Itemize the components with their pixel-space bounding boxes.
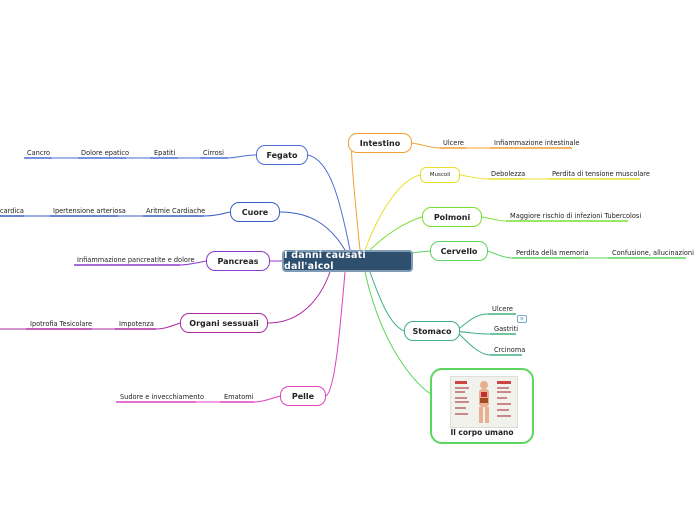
node-corpo-umano[interactable]: Il corpo umano (430, 368, 534, 444)
node-organi-sessuali[interactable]: Organi sessuali (180, 313, 268, 333)
label-ipotrofia-tesicolare[interactable]: Ipotrofia Tesicolare (30, 320, 93, 328)
label-impotenza[interactable]: Impotenza (119, 320, 154, 328)
node-stomaco[interactable]: Stomaco (404, 321, 460, 341)
node-cervello[interactable]: Cervello (430, 241, 488, 261)
label-cancro[interactable]: Cancro (27, 149, 51, 157)
node-fegato[interactable]: Fegato (256, 145, 308, 165)
connector-muscoli (364, 174, 421, 251)
node-pancreas[interactable]: Pancreas (206, 251, 270, 271)
label-cardica[interactable]: cardica (0, 207, 24, 215)
label-infiammazione-intestinale[interactable]: Infiammazione intestinale (494, 139, 580, 147)
central-topic[interactable]: I danni causati dall'alcol (282, 250, 413, 272)
label-perdita-memoria[interactable]: Perdita della memoria (516, 249, 589, 257)
connector-corpo (364, 271, 433, 396)
connector-fegato (307, 154, 351, 251)
label-epatiti[interactable]: Epatiti (154, 149, 176, 157)
node-pelle[interactable]: Pelle (280, 386, 326, 406)
label-intestino-ulcere[interactable]: Ulcere (443, 139, 464, 147)
label-rischio-infezioni[interactable]: Maggiore rischio di infezioni Tubercolos… (510, 212, 642, 220)
label-debolezza[interactable]: Debolezza (491, 170, 526, 178)
connector-cuore (279, 211, 346, 251)
connector-intestino (351, 142, 361, 251)
label-sudore-invecchiamento[interactable]: Sudore e invecchiamento (120, 393, 205, 401)
label-ipertensione-arteriosa[interactable]: Ipertensione arteriosa (53, 207, 126, 215)
label-ematomi[interactable]: Ematomi (224, 393, 254, 401)
label-stomaco-ulcere[interactable]: Ulcere (492, 305, 513, 313)
connector-organi (267, 271, 331, 324)
label-cirrosi[interactable]: Cirrosi (203, 149, 224, 157)
node-corpo-umano-label: Il corpo umano (450, 428, 514, 437)
label-crcinoma[interactable]: Crcinoma (494, 346, 526, 354)
connector-stomaco (369, 271, 405, 332)
node-polmoni[interactable]: Polmoni (422, 207, 482, 227)
node-cuore[interactable]: Cuore (230, 202, 280, 222)
label-confusione-allucinazioni[interactable]: Confusione, allucinazioni (612, 249, 694, 257)
body-diagram-image (450, 376, 518, 428)
label-infiammazione-pancreatite[interactable]: Infiammazione pancreatite e dolore (77, 256, 195, 264)
note-icon[interactable]: ≡ (517, 315, 527, 323)
node-muscoli[interactable]: Muscoli (420, 167, 460, 183)
label-dolore-epatico[interactable]: Dolore epatico (81, 149, 130, 157)
label-perdita-tensione[interactable]: Perdita di tensione muscolare (552, 170, 650, 178)
connector-pelle (325, 271, 346, 397)
node-intestino[interactable]: Intestino (348, 133, 412, 153)
label-aritmie-cardiache[interactable]: Aritmie Cardiache (146, 207, 206, 215)
label-gastriti[interactable]: Gastriti (494, 325, 519, 333)
connector-polmoni (369, 216, 423, 251)
